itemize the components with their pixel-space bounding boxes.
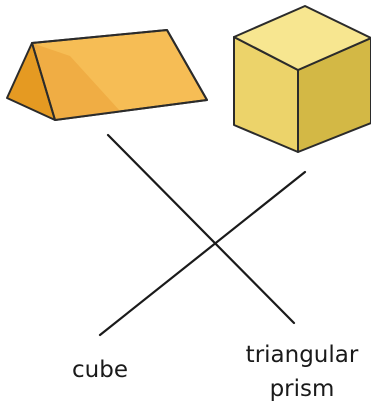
label-cube: cube (72, 357, 128, 383)
cube-icon (233, 5, 371, 153)
cube-top-face (233, 5, 371, 71)
prism-outline (31, 29, 208, 121)
label-prism-line1: triangular (245, 342, 359, 368)
label-triangular-prism: triangular prism (232, 338, 371, 406)
prism-top-shade (32, 43, 120, 120)
match-line-cube (98, 170, 307, 337)
triangular-prism-icon (6, 29, 208, 121)
label-prism-line2: prism (269, 376, 335, 402)
match-line-prism (106, 133, 296, 325)
